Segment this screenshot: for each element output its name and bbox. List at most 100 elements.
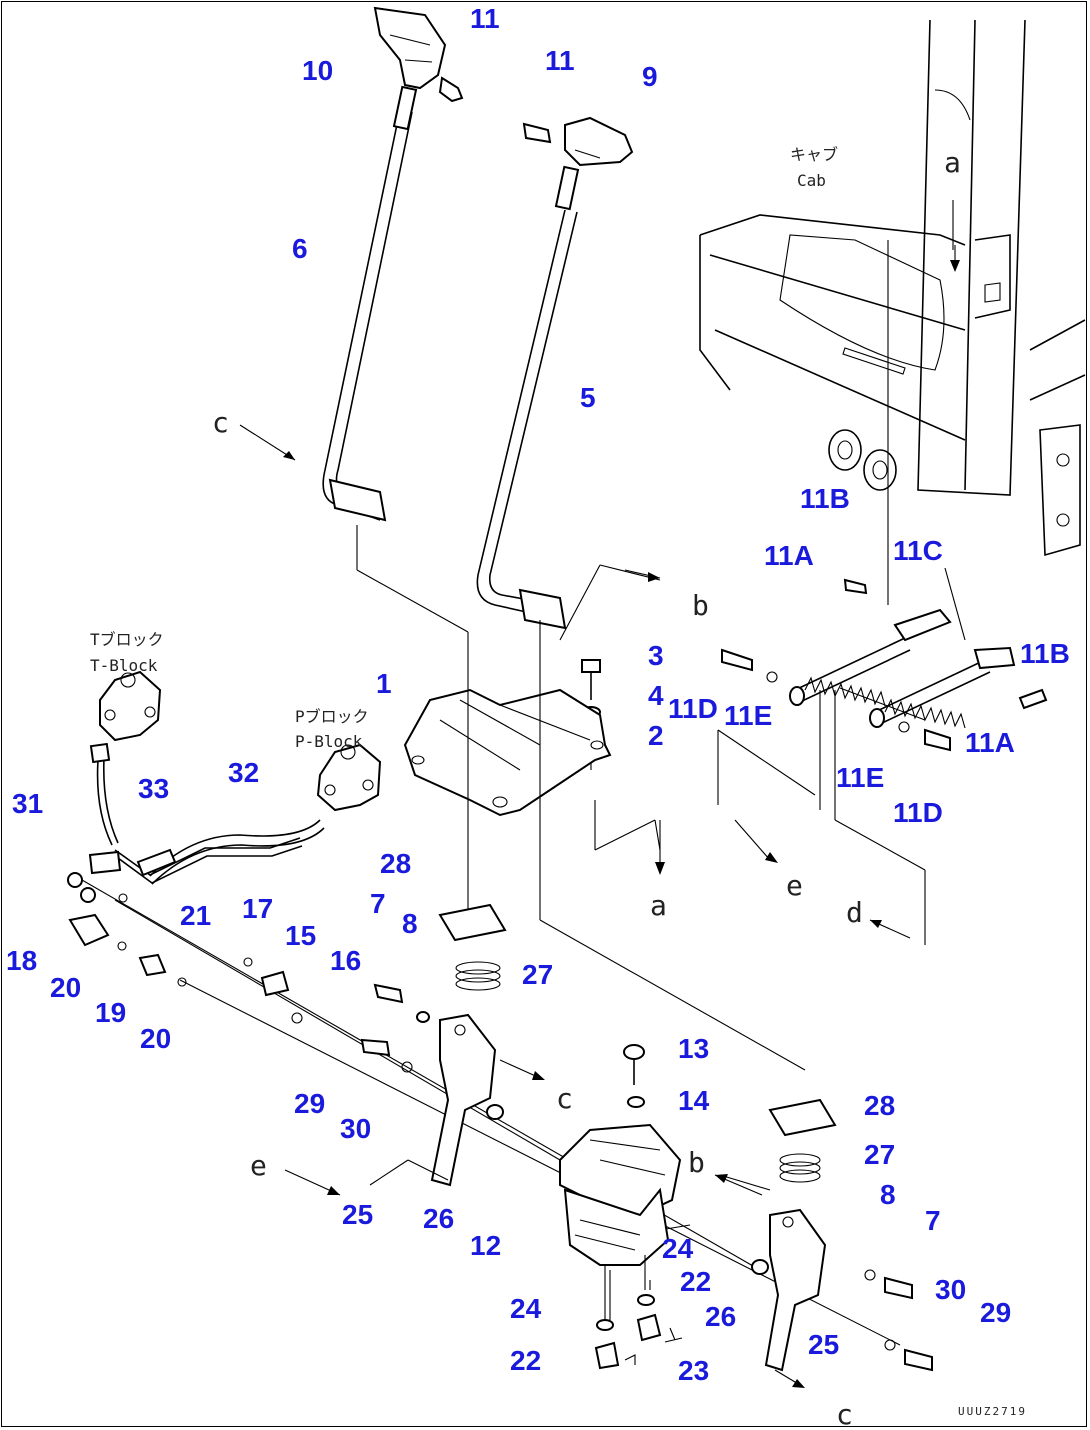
- part-label-9: 9: [642, 61, 658, 92]
- part-label-17: 17: [242, 893, 273, 924]
- part-label-33: 33: [138, 773, 169, 804]
- bolt-29-washer-30-right: [884, 1339, 933, 1372]
- part-label-26: 26: [423, 1203, 454, 1234]
- part-label-31: 31: [12, 788, 43, 819]
- reference-letters: a c b a e d c b e c: [212, 146, 961, 1430]
- part-label-18: 18: [6, 945, 37, 976]
- part-number-labels: 10 11 11 9 6 5 11B 11A 11C 11B 3 11D 4 2…: [6, 3, 1070, 1386]
- bracket-25-left: [369, 1013, 504, 1187]
- part-label-29: 29: [294, 1088, 325, 1119]
- part-label-22: 22: [680, 1266, 711, 1297]
- part-label-1: 1: [376, 668, 392, 699]
- bolt-13-washer-14: [623, 1044, 645, 1108]
- part-label-23: 23: [678, 1355, 709, 1386]
- part-label-29: 29: [980, 1297, 1011, 1328]
- part-label-27: 27: [522, 959, 553, 990]
- bolt-11-top-center: [522, 122, 552, 144]
- bolt-7-washer-8-left: [373, 983, 430, 1023]
- part-label-12: 12: [470, 1230, 501, 1261]
- ref-letter-e: e: [250, 1149, 267, 1182]
- part-label-30: 30: [340, 1113, 371, 1144]
- part-label-32: 32: [228, 757, 259, 788]
- part-label-22: 22: [510, 1345, 541, 1376]
- lever-6: [322, 85, 418, 522]
- cab-note-en: Cab: [797, 171, 826, 190]
- lever-5: [476, 165, 580, 630]
- part-label-26: 26: [705, 1301, 736, 1332]
- spring-bracket-lines: [717, 567, 966, 945]
- plate-28-left: [438, 903, 507, 942]
- notes: キャブ Cab Tブロック T-Block Pブロック P-Block: [90, 145, 838, 751]
- ref-letter-e: e: [786, 869, 803, 902]
- cab-outline: [699, 19, 1086, 605]
- part-label-5: 5: [580, 382, 596, 413]
- part-label-11D: 11D: [668, 693, 718, 724]
- part-label-10: 10: [302, 55, 333, 86]
- tblock-note-jp: Tブロック: [90, 630, 164, 649]
- ref-letter-c: c: [212, 406, 229, 439]
- part-label-30: 30: [935, 1274, 966, 1305]
- part-label-28: 28: [864, 1090, 895, 1121]
- part-label-11B: 11B: [800, 483, 850, 514]
- part-label-11A: 11A: [764, 540, 814, 571]
- part-label-24: 24: [662, 1233, 694, 1264]
- part-label-15: 15: [285, 920, 316, 951]
- part-label-11E: 11E: [724, 700, 772, 731]
- part-label-14: 14: [678, 1085, 710, 1116]
- knob-9: [564, 116, 634, 167]
- part-label-11D: 11D: [893, 797, 943, 828]
- cab-note-jp: キャブ: [790, 145, 838, 164]
- part-label-25: 25: [342, 1199, 373, 1230]
- ref-letter-b: b: [692, 589, 709, 622]
- bracket-25-right: [751, 1208, 827, 1372]
- fittings-15-16-17: [243, 957, 303, 1024]
- part-label-11: 11: [470, 3, 500, 34]
- cover-1: [403, 688, 612, 817]
- ref-letter-d: d: [846, 896, 863, 929]
- p-block: [316, 743, 382, 812]
- part-label-11C: 11C: [893, 535, 943, 566]
- part-label-11: 11: [545, 45, 575, 76]
- pblock-note-en: P-Block: [295, 732, 363, 751]
- part-label-11B: 11B: [1020, 638, 1070, 669]
- spring-assembly-lower: [869, 646, 1048, 752]
- part-label-11A: 11A: [965, 727, 1015, 758]
- part-label-16: 16: [330, 945, 361, 976]
- pblock-note-jp: Pブロック: [295, 707, 369, 726]
- part-label-27: 27: [864, 1139, 895, 1170]
- part-label-8: 8: [880, 1179, 896, 1210]
- drawing-number: UUUZ2719: [958, 1405, 1027, 1418]
- part-label-20: 20: [140, 1023, 171, 1054]
- part-label-7: 7: [925, 1205, 941, 1236]
- part-label-13: 13: [678, 1033, 709, 1064]
- ref-letter-c: c: [556, 1082, 573, 1115]
- part-label-11E: 11E: [836, 762, 884, 793]
- part-label-7: 7: [370, 888, 386, 919]
- part-label-4: 4: [648, 680, 664, 711]
- ref-letter-a: a: [650, 889, 667, 922]
- ref-letter-c: c: [836, 1398, 853, 1430]
- part-label-19: 19: [95, 997, 126, 1028]
- bolt-7-washer-8-right: [864, 1269, 913, 1300]
- spring-27-right: [779, 1153, 821, 1183]
- ref-letter-a: a: [944, 146, 961, 179]
- part-label-2: 2: [648, 720, 664, 751]
- part-label-25: 25: [808, 1329, 839, 1360]
- bolt-11-top-left: [438, 76, 464, 103]
- part-label-24: 24: [510, 1293, 542, 1324]
- part-label-6: 6: [292, 233, 308, 264]
- valve-12: [559, 1123, 682, 1320]
- knob-10: [373, 6, 447, 90]
- ref-letter-b: b: [688, 1146, 705, 1179]
- spring-assembly-upper: [721, 578, 952, 707]
- part-label-20: 20: [50, 972, 81, 1003]
- part-label-8: 8: [402, 908, 418, 939]
- ref-arrows: [239, 245, 960, 1388]
- part-label-21: 21: [180, 900, 211, 931]
- tblock-note-en: T-Block: [90, 656, 158, 675]
- part-label-28: 28: [380, 848, 411, 879]
- hoses: [67, 742, 325, 987]
- bolt-29-washer-30-left: [360, 1038, 413, 1073]
- t-block: [99, 670, 162, 742]
- fittings-22-23-24: [594, 1294, 683, 1370]
